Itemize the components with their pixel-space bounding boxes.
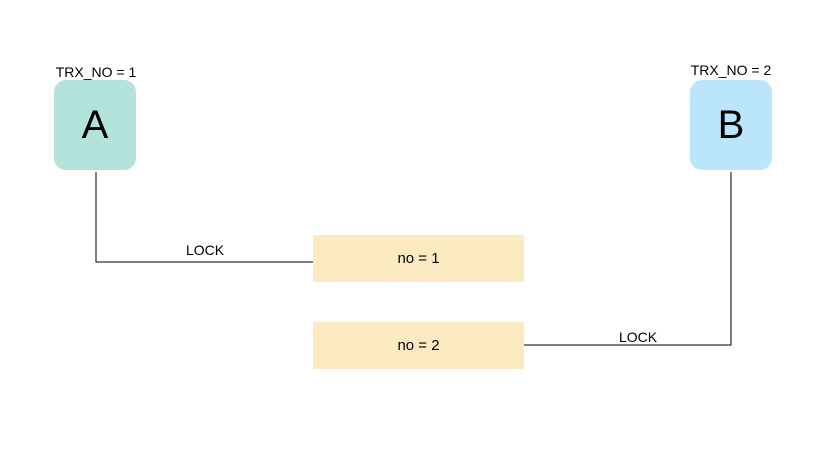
- record-no-2: no = 2: [313, 322, 524, 369]
- transaction-letter-b: B: [717, 102, 745, 147]
- transaction-letter-a: A: [81, 102, 109, 147]
- edge-label-lock-b: LOCK: [618, 329, 658, 345]
- edge-label-lock-a: LOCK: [185, 242, 225, 258]
- record-no-1: no = 1: [313, 235, 524, 282]
- trx-label-b: TRX_NO = 2: [690, 62, 772, 78]
- record-label-no-1: no = 1: [397, 250, 440, 267]
- trx-label-a: TRX_NO = 1: [55, 64, 137, 80]
- edge-b-to-no2: [524, 172, 732, 346]
- edge-a-to-no1: [95, 172, 313, 263]
- transaction-node-a: A: [54, 80, 136, 170]
- transaction-node-b: B: [690, 80, 772, 170]
- record-label-no-2: no = 2: [397, 337, 440, 354]
